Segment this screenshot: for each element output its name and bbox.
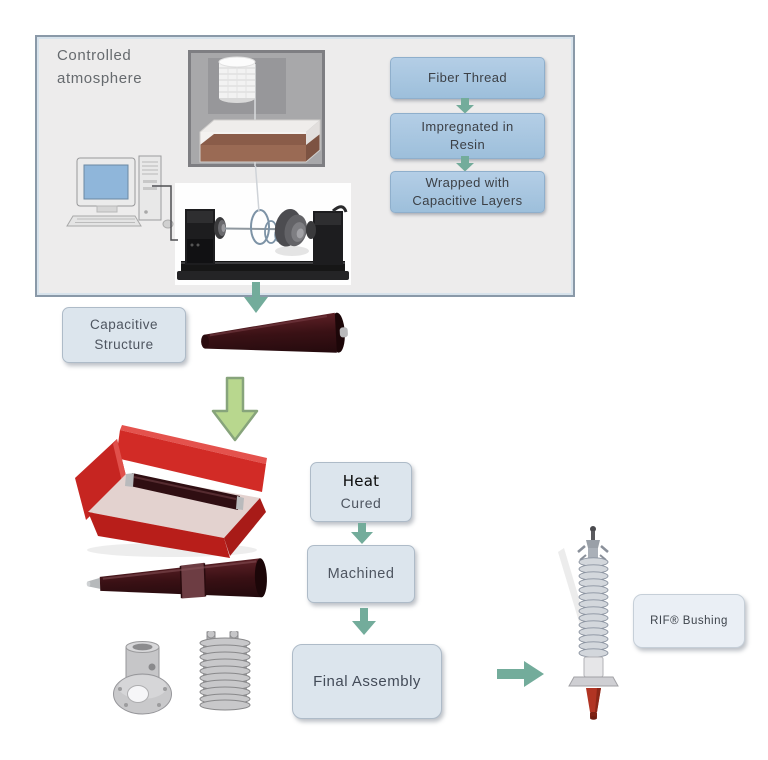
- winding-disc-icon: [274, 208, 308, 247]
- bushing-illustration: [558, 526, 619, 720]
- step-wrapped-capacitive-layers: Wrapped with Capacitive Layers: [390, 171, 545, 213]
- arrow-right-icon: [497, 661, 544, 687]
- arrow-down-icon: [456, 156, 474, 172]
- arrow-down-icon: [352, 608, 376, 635]
- computer-illustration: [66, 155, 174, 229]
- bushing-fins: [578, 557, 609, 658]
- bushing-label: RIF® Bushing: [633, 594, 745, 648]
- monitor-screen: [83, 164, 129, 200]
- keyboard-icon: [66, 215, 142, 227]
- arrow-down-icon: [244, 282, 268, 313]
- capacitive-cylinder-illustration: [201, 312, 348, 353]
- process-arrow-down-icon: [211, 376, 259, 442]
- capacitive-structure-label: Capacitive Structure: [62, 307, 186, 363]
- final-assembly-label: Final Assembly: [292, 644, 442, 719]
- headstock-right: [306, 205, 348, 265]
- arrow-down-icon: [351, 523, 373, 544]
- controlled-atmosphere-label: Controlled atmosphere: [57, 47, 143, 88]
- headstock-left: [185, 209, 226, 265]
- casting-mold-illustration: [75, 425, 267, 558]
- arrow-down-icon: [456, 98, 474, 114]
- heat-cured-line2: Cured: [340, 494, 382, 511]
- resin-bath-illustration: [188, 50, 325, 167]
- metal-flange-illustration: [113, 641, 172, 715]
- corrugated-stack-illustration: [199, 631, 251, 711]
- mouse-icon: [162, 219, 174, 229]
- heat-cured-line1: Heat: [342, 471, 380, 490]
- heat-cured-label: Heat Cured: [310, 462, 412, 522]
- machined-body-illustration: [86, 558, 267, 599]
- winding-machine-illustration: [175, 183, 351, 285]
- step-fiber-thread: Fiber Thread: [390, 57, 545, 99]
- computer-tower-icon: [138, 155, 162, 221]
- step-impregnated-in-resin: Impregnated in Resin: [390, 113, 545, 159]
- resin-tank-icon: [199, 119, 321, 163]
- fiber-spool-icon: [218, 56, 256, 103]
- machined-label: Machined: [307, 545, 415, 603]
- molded-rod-icon: [125, 473, 244, 510]
